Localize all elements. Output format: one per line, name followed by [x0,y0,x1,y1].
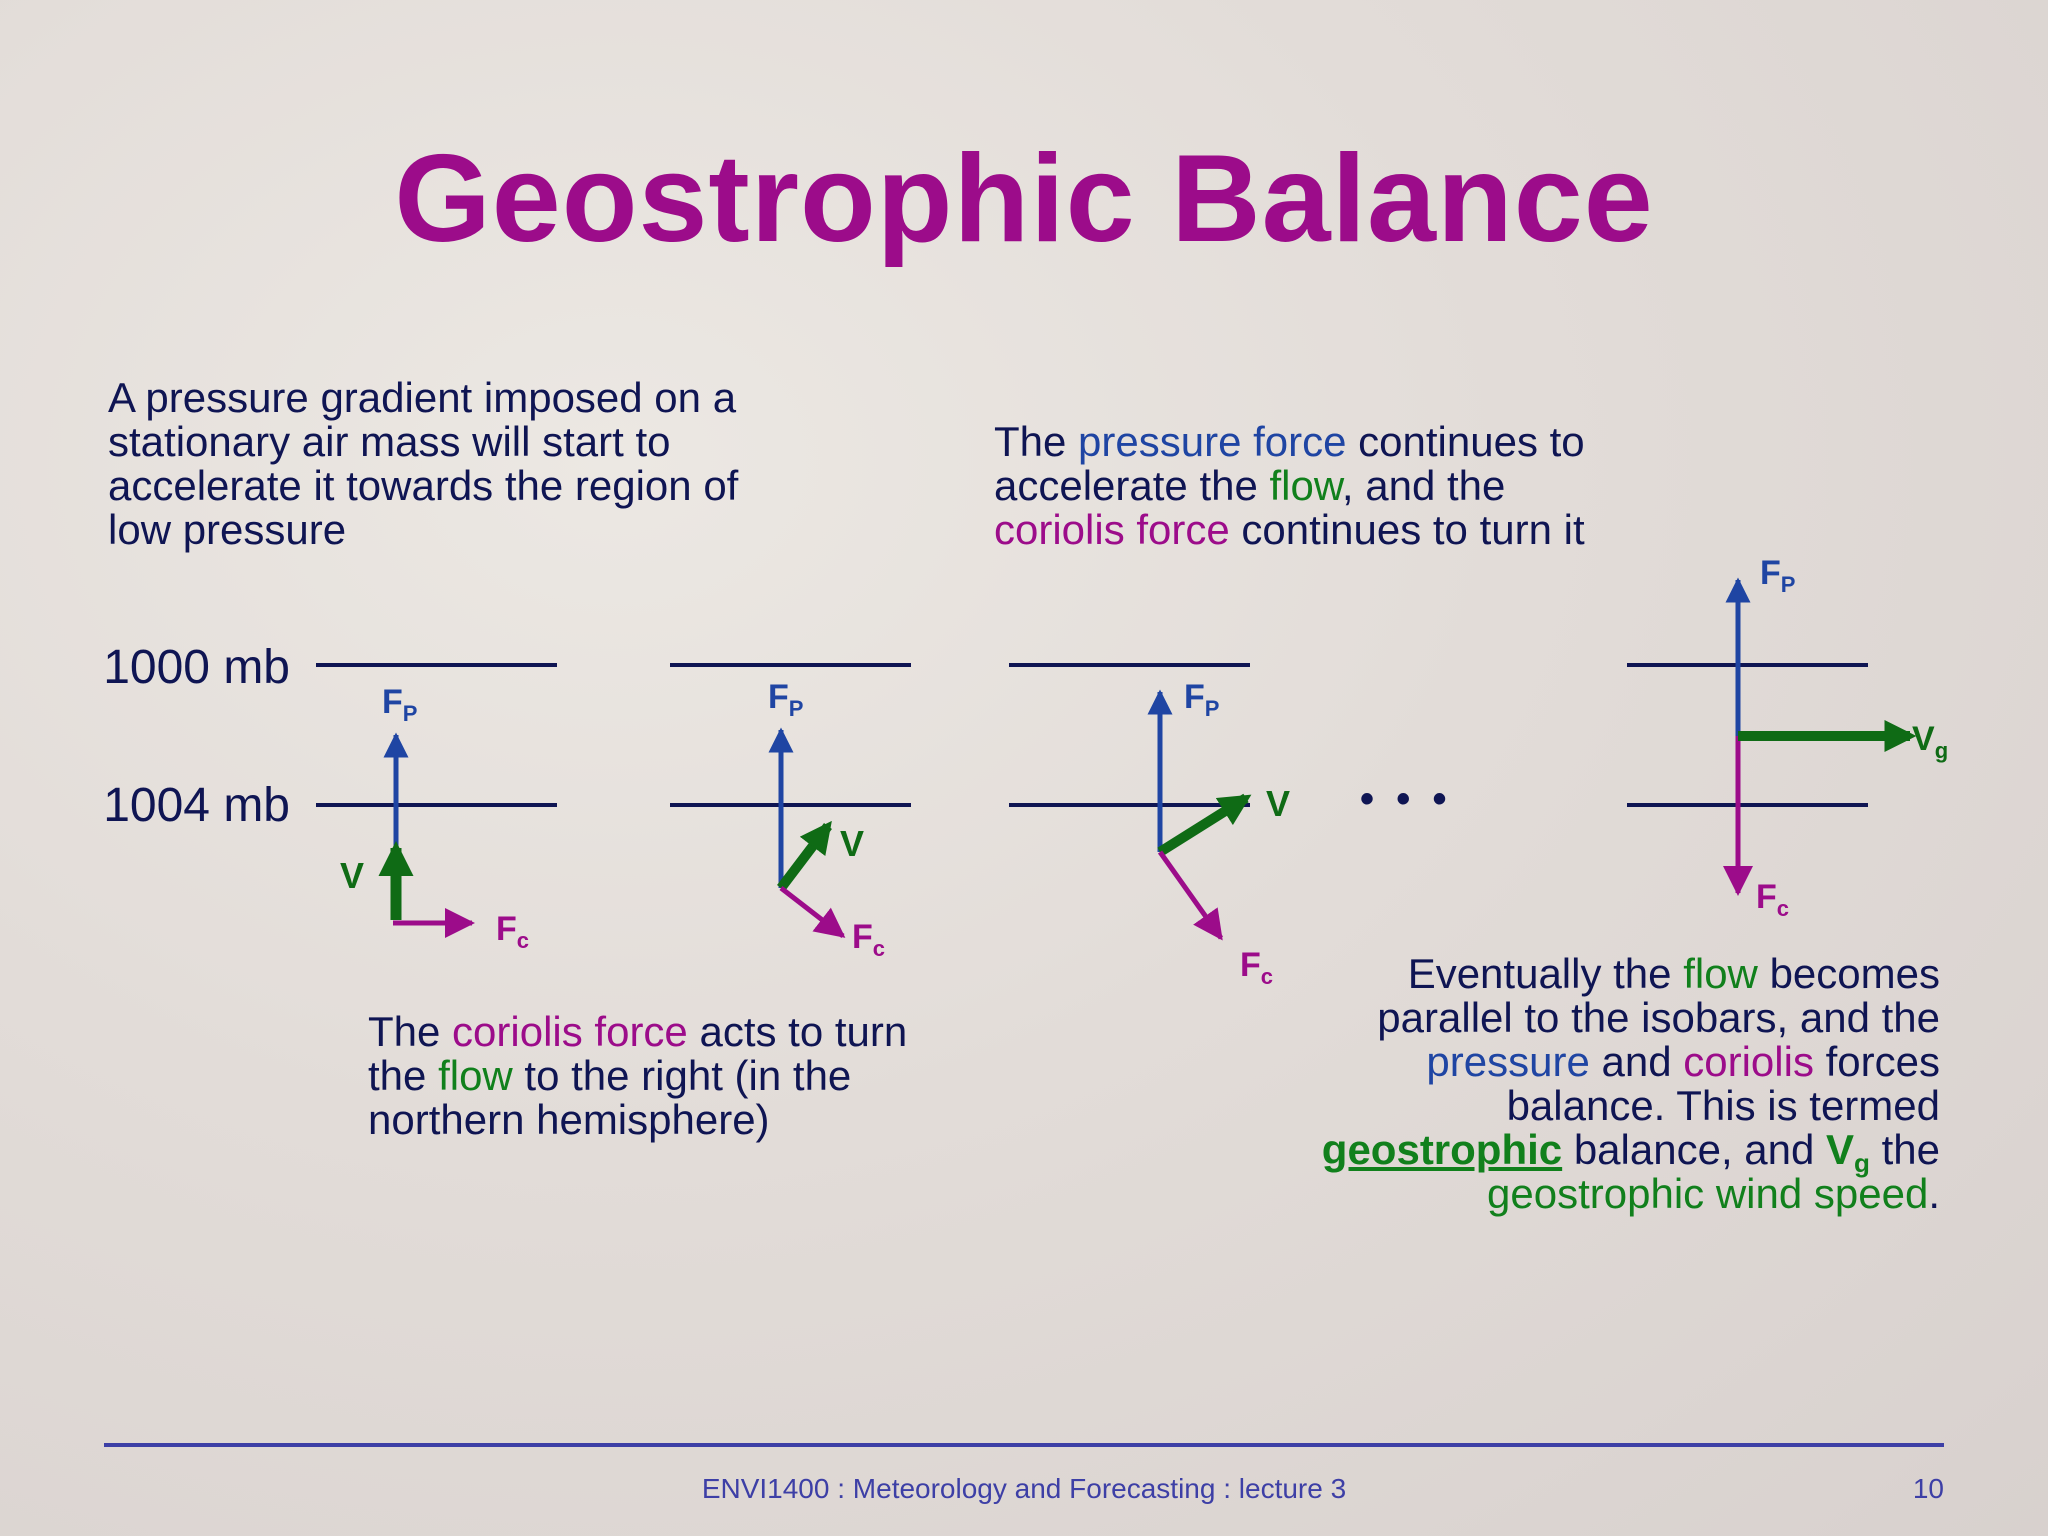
text-segment: The [368,1008,453,1055]
stage-2-forces [768,727,846,938]
text-segment: and [1589,1038,1684,1085]
label-fp-sub: P [789,696,804,721]
slide-page-number: 10 [1912,1473,1944,1504]
label-fc-sub: c [1261,964,1273,989]
label-fp: FP [382,683,417,726]
term-flow: flow [438,1052,513,1099]
label-v: V [1266,783,1290,824]
isobar-label-1004: 1004 mb [103,779,290,832]
text-segment: continues to turn it [1229,506,1585,553]
term-flow: flow [1269,462,1342,509]
label-fc-main: F [852,918,873,956]
text-segment: to the right (in the northern hemisphere… [368,1052,852,1143]
label-fp-main: F [382,683,403,721]
label-fc-main: F [1240,946,1261,984]
coriolis-force-arrow [1157,850,1224,941]
term-pressure: pressure [1426,1038,1590,1085]
label-fp: FP [1760,554,1795,597]
footer-course-title: ENVI1400 : Meteorology and Forecasting :… [701,1473,1347,1504]
label-vg: Vg [1912,720,1948,763]
label-fc-sub: c [1777,896,1789,921]
label-fp-sub: P [403,701,418,726]
velocity-arrow [1157,793,1252,857]
text-segment: becomes parallel to the isobars, and the [1377,950,1940,1041]
vg-sub: g [1854,1148,1870,1178]
label-fp: FP [1184,678,1219,721]
label-fc: Fc [496,910,529,953]
term-coriolis-force: coriolis force [452,1008,688,1055]
text-segment: continues to accelerate the [994,418,1585,509]
text-segment: the [1869,1126,1940,1173]
label-fp-sub: P [1205,696,1220,721]
label-fp-main: F [1760,554,1781,592]
text-segment: The [994,418,1079,465]
stage-4-forces [1723,577,1917,896]
label-fc-main: F [496,910,517,948]
slide-title: Geostrophic Balance [394,130,1654,268]
label-fc: Fc [852,918,885,961]
term-flow: flow [1683,950,1758,997]
text-segment: balance, and [1562,1126,1827,1173]
label-fp-sub: P [1781,572,1796,597]
term-geostrophic: geostrophic [1321,1126,1563,1173]
text-segment: , and the [1341,462,1506,509]
label-fc: Fc [1240,946,1273,989]
label-fp-main: F [768,678,789,716]
label-fc-main: F [1756,878,1777,916]
stage-1-forces [378,732,475,938]
label-fc-sub: c [873,936,885,961]
label-vg-main: V [1912,720,1935,758]
label-fc-sub: c [517,928,529,953]
text-segment: Eventually the [1407,950,1684,997]
coriolis-force-arrow [779,886,846,938]
text-block-intro: A pressure gradient imposed on a station… [108,374,739,553]
label-fp-main: F [1184,678,1205,716]
text-segment: forces balance. This is termed [1506,1038,1940,1129]
isobars [316,663,1868,807]
term-coriolis-force: coriolis force [994,506,1230,553]
isobar-label-1000: 1000 mb [103,641,290,694]
vg-main: V [1826,1126,1855,1173]
term-coriolis: coriolis [1683,1038,1814,1085]
label-v: V [840,823,864,864]
label-fc: Fc [1756,878,1789,921]
velocity-arrow [777,820,832,892]
footer-divider [104,1443,1944,1447]
ellipsis-dots: • • • [1360,777,1446,821]
text-block-geostrophic: Eventually the flow becomes parallel to … [1320,952,1940,1216]
term-vg: Vg [1826,1126,1870,1177]
text-segment: . [1928,1170,1940,1217]
label-fp: FP [768,678,803,721]
term-pressure-force: pressure force [1078,418,1347,465]
label-v: V [340,855,364,896]
text-block-pressure-force: The pressure force continues to accelera… [994,420,1594,552]
term-geostrophic-wind-speed: geostrophic wind speed [1487,1170,1929,1217]
stage-3-forces [1147,689,1252,941]
label-vg-sub: g [1935,738,1948,763]
text-block-coriolis: The coriolis force acts to turn the flow… [368,1010,928,1142]
text-segment: acts to turn the [368,1008,908,1099]
